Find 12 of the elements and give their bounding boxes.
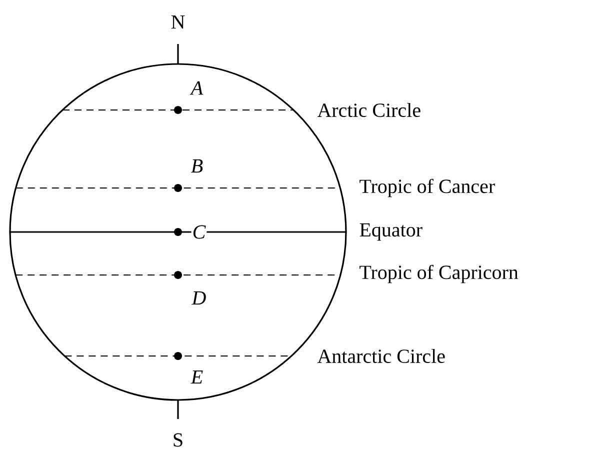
latitude-label: Tropic of Capricorn (360, 264, 518, 284)
point-label: D (190, 290, 208, 306)
latitude-label: Tropic of Cancer (360, 178, 495, 198)
pole-label: S (174, 433, 182, 447)
point-label: E (190, 369, 204, 385)
latitude-label: Arctic Circle (317, 102, 420, 118)
pole-label: N (171, 15, 185, 29)
point-label: A (190, 80, 204, 96)
latitude-label: Equator (360, 223, 422, 241)
latitude-label: Antarctic Circle (317, 348, 445, 364)
point-label: C (191, 224, 207, 240)
point-label: B (190, 158, 204, 174)
